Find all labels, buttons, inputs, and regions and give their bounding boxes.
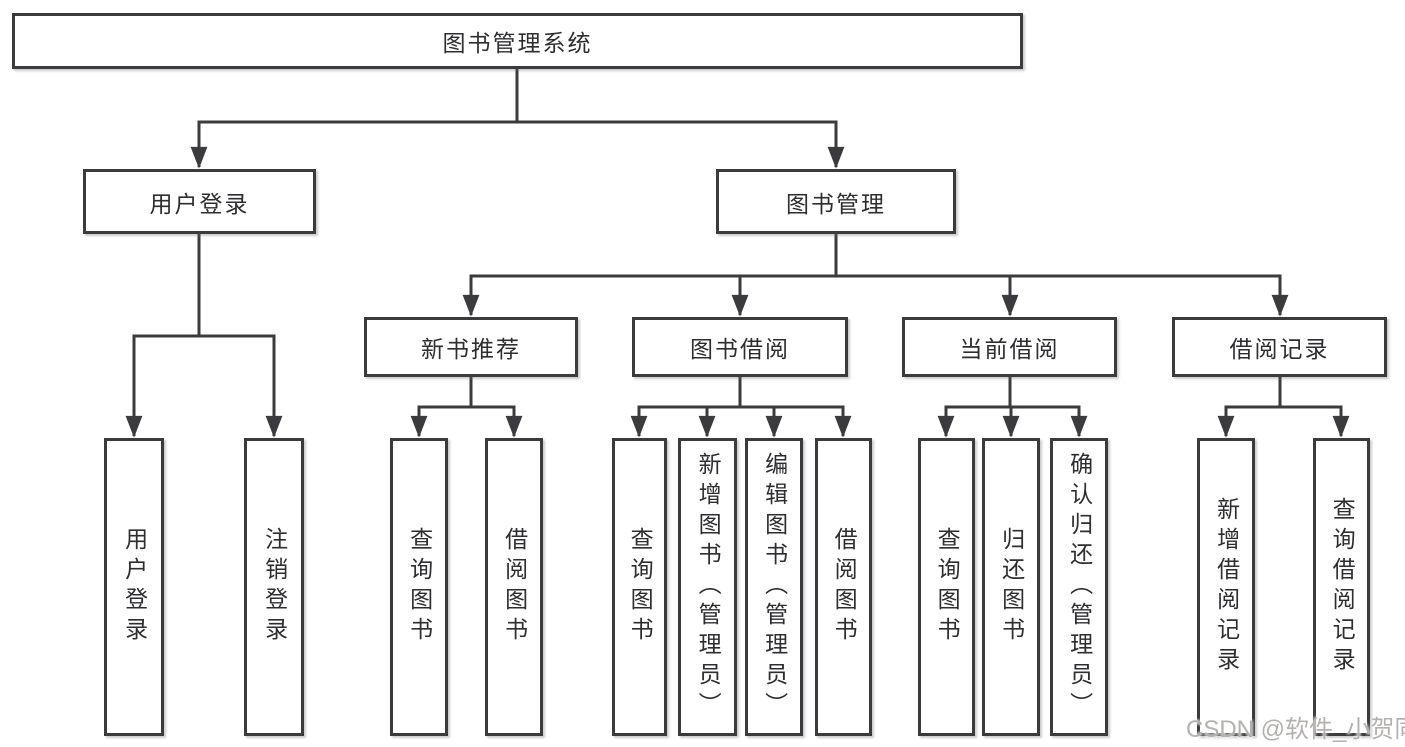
csdn-watermark: CSDN @软件_小贺同学	[1186, 716, 1405, 743]
leaf-add-book-admin-label: 新增图书（管理员）	[695, 452, 722, 722]
leaf-confirm-return-admin: 确认归还（管理员）	[1050, 438, 1108, 736]
leaf-query-books-borrowing-label: 查询图书	[627, 527, 654, 647]
leaf-user-login-label: 用户登录	[121, 527, 148, 647]
node-new-book-recommend: 新书推荐	[364, 317, 578, 377]
leaf-add-book-admin: 新增图书（管理员）	[678, 438, 737, 736]
leaf-query-books-current-label: 查询图书	[934, 527, 961, 647]
leaf-edit-book-admin: 编辑图书（管理员）	[745, 438, 803, 736]
leaf-add-borrow-record: 新增借阅记录	[1197, 438, 1255, 736]
node-book-management-label: 图书管理	[786, 190, 886, 217]
leaf-query-borrow-record-label: 查询借阅记录	[1329, 497, 1356, 677]
leaf-confirm-return-admin-label: 确认归还（管理员）	[1066, 452, 1093, 722]
leaf-logout-label: 注销登录	[261, 527, 288, 647]
node-current-borrowing-label: 当前借阅	[959, 336, 1060, 362]
node-book-borrowing: 图书借阅	[632, 317, 848, 377]
node-borrow-records: 借阅记录	[1172, 317, 1387, 377]
leaf-add-borrow-record-label: 新增借阅记录	[1213, 497, 1240, 677]
node-user-login: 用户登录	[83, 169, 316, 234]
leaf-borrow-books-recommend-label: 借阅图书	[501, 527, 528, 647]
leaf-borrow-books-borrowing-label: 借阅图书	[831, 527, 858, 647]
leaf-borrow-books-recommend: 借阅图书	[485, 438, 543, 736]
leaf-query-books-borrowing: 查询图书	[612, 438, 667, 736]
leaf-query-borrow-record: 查询借阅记录	[1313, 438, 1370, 736]
leaf-query-books-recommend: 查询图书	[390, 438, 448, 736]
leaf-query-books-recommend-label: 查询图书	[406, 527, 433, 647]
leaf-logout: 注销登录	[244, 438, 304, 736]
leaf-query-books-current: 查询图书	[918, 438, 975, 736]
node-root-label: 图书管理系统	[442, 30, 593, 56]
node-user-login-label: 用户登录	[149, 190, 250, 217]
node-book-management: 图书管理	[716, 169, 956, 234]
connectors-level1	[190, 122, 845, 169]
leaf-borrow-books-borrowing: 借阅图书	[815, 438, 872, 736]
leaf-edit-book-admin-label: 编辑图书（管理员）	[761, 452, 788, 722]
node-borrow-records-label: 借阅记录	[1229, 336, 1330, 362]
leaf-return-book: 归还图书	[982, 438, 1040, 736]
node-root: 图书管理系统	[12, 13, 1023, 69]
connectors-level2	[462, 276, 1289, 317]
leaf-return-book-label: 归还图书	[998, 527, 1025, 647]
leaf-user-login: 用户登录	[104, 438, 164, 736]
node-book-borrowing-label: 图书借阅	[690, 336, 790, 362]
node-new-book-recommend-label: 新书推荐	[421, 336, 521, 362]
node-current-borrowing: 当前借阅	[902, 317, 1117, 377]
